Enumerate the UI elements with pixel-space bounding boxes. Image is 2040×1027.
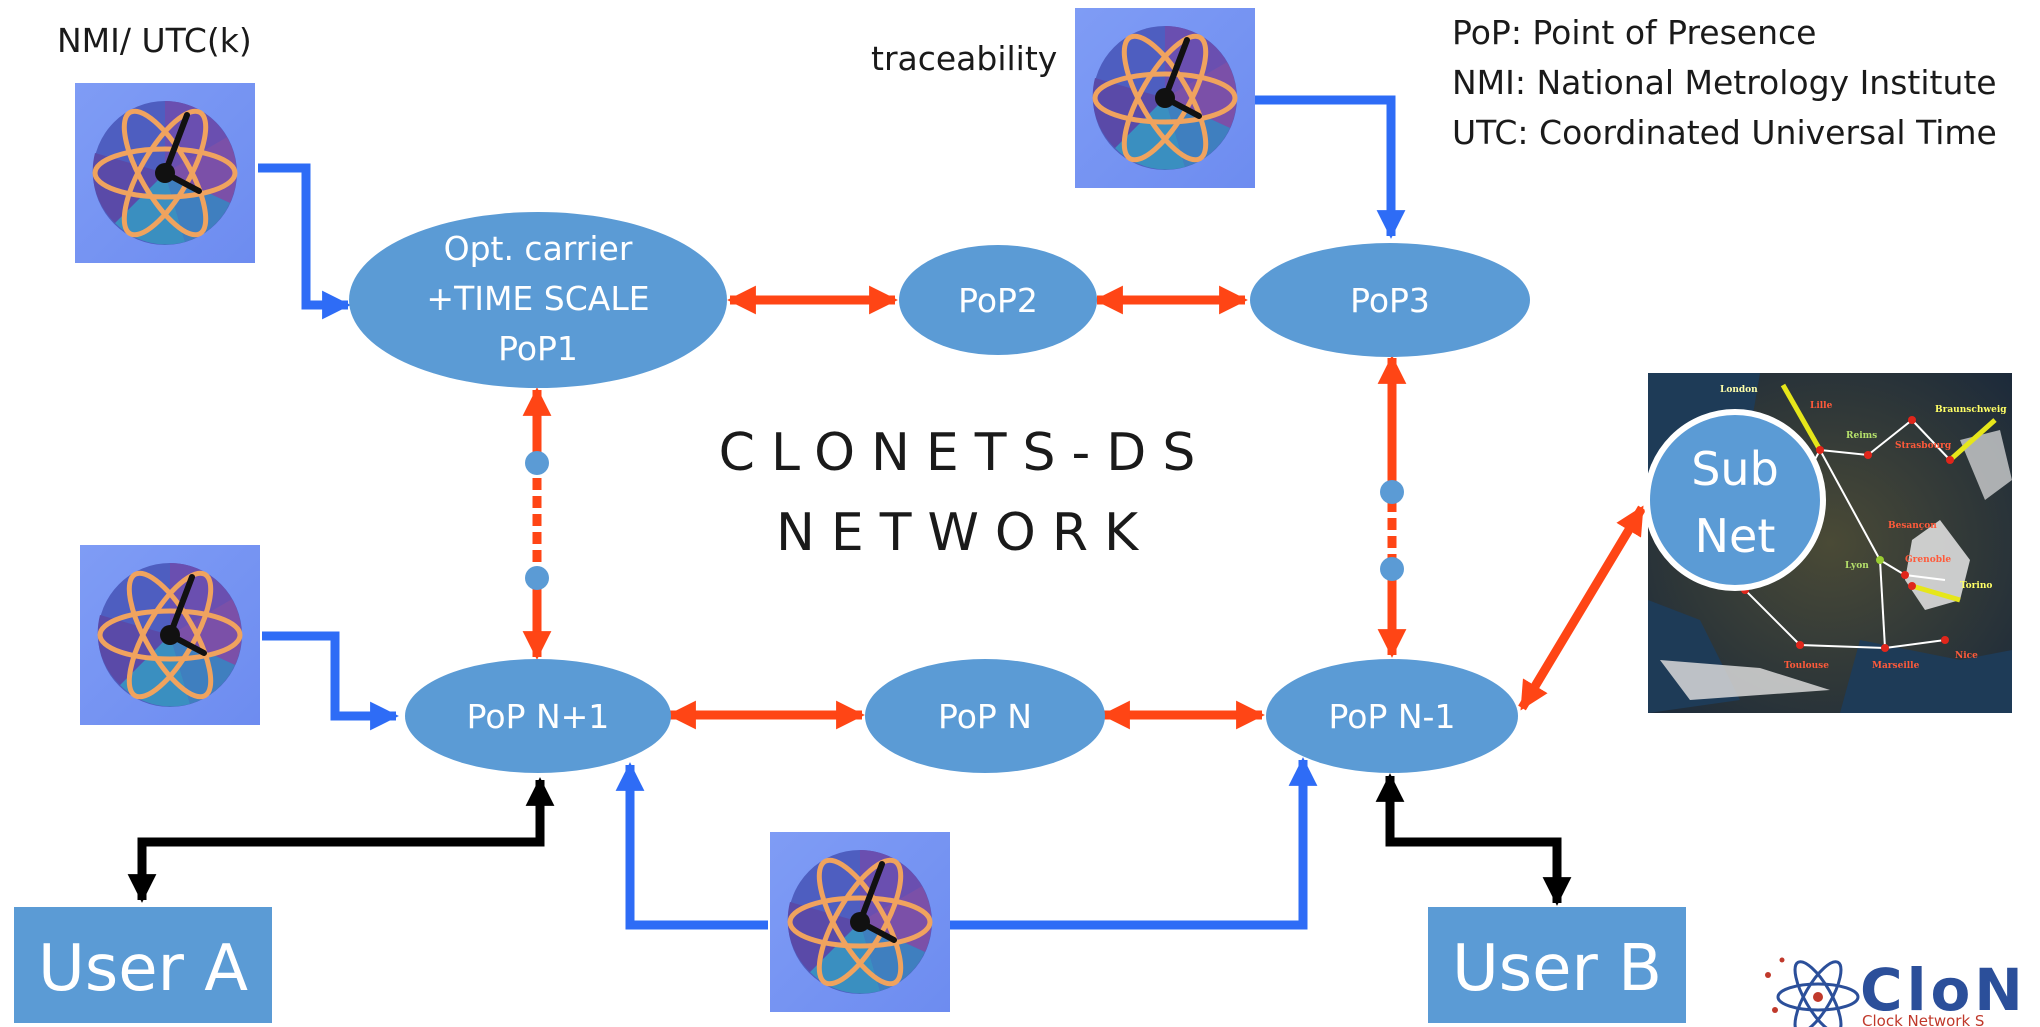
pop1-line2: +TIME SCALE — [426, 279, 649, 318]
logo-tagline: Clock Network S — [1862, 1012, 1984, 1027]
pop1-line1: Opt. carrier — [444, 229, 633, 268]
network-title-line2: NETWORK — [776, 503, 1154, 563]
popn-label: PoP N — [938, 697, 1032, 736]
user-b-box: User B — [1428, 907, 1686, 1023]
legend-nmi: NMI: National Metrology Institute — [1452, 63, 1997, 102]
clock-icon-bottom — [770, 832, 950, 1012]
node-pop1: Opt. carrier +TIME SCALE PoP1 — [349, 212, 727, 388]
map-city-11: Nice — [1955, 651, 1978, 661]
subnet-map: London Lille Reims Braunschweig Strasbou… — [1644, 373, 2012, 713]
subnet-line1: Sub — [1691, 442, 1779, 496]
user-b-label: User B — [1452, 932, 1662, 1006]
user-a-label: User A — [38, 932, 248, 1006]
map-city-3: Braunschweig — [1935, 405, 2007, 415]
link-traceability-clock-pop3 — [1255, 95, 1406, 239]
logo-name: CloN — [1860, 956, 2027, 1024]
node-pop3: PoP3 — [1250, 243, 1530, 357]
pop3-label: PoP3 — [1350, 281, 1430, 320]
clock-icon-left — [80, 545, 260, 725]
map-city-4: Strasbourg — [1895, 441, 1952, 451]
link-usera-popn1 — [127, 777, 555, 903]
node-pop2: PoP2 — [899, 245, 1097, 355]
map-city-9: Toulouse — [1784, 661, 1829, 671]
clock-icon-traceability — [1075, 8, 1255, 188]
network-title-line1: CLONETS-DS — [719, 423, 1212, 483]
map-city-1: Lille — [1810, 401, 1833, 411]
map-city-10: Marseille — [1872, 661, 1920, 671]
link-bottom-clock-popnm1 — [950, 757, 1318, 930]
popn1-label: PoP N+1 — [467, 697, 610, 736]
link-left-clock-popn1 — [262, 631, 399, 731]
pop2-label: PoP2 — [958, 281, 1038, 320]
link-bottom-clock-popn1 — [615, 762, 768, 930]
legend-utc: UTC: Coordinated Universal Time — [1452, 113, 1997, 152]
map-city-8: Torino — [1960, 581, 1992, 591]
logo-atom-icon — [1765, 957, 1860, 1027]
traceability-label: traceability — [871, 39, 1057, 78]
popnm1-label: PoP N-1 — [1329, 697, 1456, 736]
nmi-utc-label: NMI/ UTC(k) — [57, 21, 252, 60]
node-popn: PoP N — [865, 659, 1105, 773]
node-popn1: PoP N+1 — [405, 659, 671, 773]
map-city-0: London — [1720, 385, 1758, 395]
link-pop3-popnm1 — [1377, 355, 1407, 658]
subnet-line2: Net — [1695, 509, 1776, 563]
clonets-logo: CloN Clock Network S — [1765, 956, 2027, 1027]
legend-pop: PoP: Point of Presence — [1452, 13, 1816, 52]
link-nmi-clock-pop1 — [258, 163, 351, 320]
link-popnm1-subnet — [1518, 505, 1646, 711]
map-city-2: Reims — [1846, 431, 1877, 441]
map-city-6: Grenoble — [1905, 555, 1951, 565]
pop1-line3: PoP1 — [498, 329, 578, 368]
map-city-7: Lyon — [1845, 561, 1869, 571]
link-userb-popnm1 — [1375, 773, 1572, 906]
user-a-box: User A — [14, 907, 272, 1023]
map-city-5: Besançon — [1888, 521, 1937, 531]
link-pop1-popn1 — [522, 387, 552, 660]
clock-icon-nmi — [75, 83, 255, 263]
node-popnm1: PoP N-1 — [1266, 659, 1518, 773]
